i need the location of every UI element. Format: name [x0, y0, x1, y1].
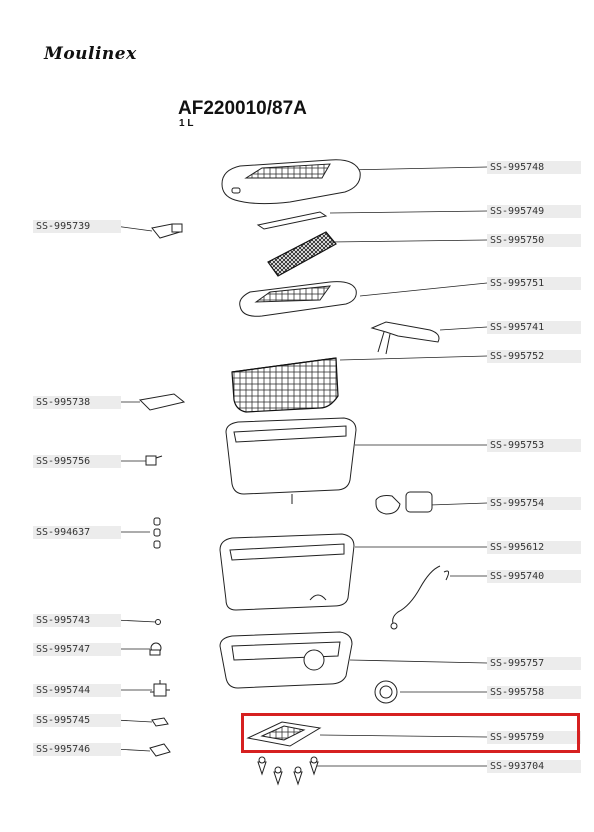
terminal-icon — [151, 717, 169, 727]
part-label[interactable]: SS-995740 — [487, 570, 581, 583]
bottom-plate-icon — [246, 721, 322, 747]
lid-frame-icon — [239, 281, 357, 317]
model-number: AF220010/87A — [178, 98, 307, 119]
leader-lines — [114, 166, 488, 767]
part-label[interactable]: SS-995754 — [487, 497, 581, 510]
part-label[interactable]: SS-995750 — [487, 234, 581, 247]
thermostat-icon — [149, 642, 162, 656]
part-label[interactable]: SS-995741 — [487, 321, 581, 334]
part-label[interactable]: SS-995756 — [33, 455, 121, 468]
part-label[interactable]: SS-995757 — [487, 657, 581, 670]
small-clip-icon — [145, 455, 163, 466]
part-label[interactable]: SS-995751 — [487, 277, 581, 290]
part-label[interactable]: SS-995749 — [487, 205, 581, 218]
lid-icon — [221, 159, 361, 205]
part-label[interactable]: SS-995744 — [33, 684, 121, 697]
part-label[interactable]: SS-995738 — [33, 396, 121, 409]
window-icon — [256, 211, 328, 230]
part-label[interactable]: SS-995748 — [487, 161, 581, 174]
bowl-icon — [225, 417, 357, 504]
part-label[interactable]: SS-995743 — [33, 614, 121, 627]
selected-part-highlight — [241, 713, 580, 753]
button-set-icon — [375, 491, 433, 515]
feet-set-icon — [153, 517, 161, 549]
bracket-part-icon — [138, 393, 186, 411]
part-label[interactable]: SS-995759 — [487, 731, 581, 744]
housing-icon — [219, 533, 355, 611]
part-label[interactable]: SS-995739 — [33, 220, 121, 233]
connector-block-icon — [149, 743, 171, 757]
part-label[interactable]: SS-995753 — [487, 439, 581, 452]
screw-icon — [155, 619, 161, 625]
capacity-label: 1 L — [179, 118, 194, 129]
part-label[interactable]: SS-993704 — [487, 760, 581, 773]
feet-icon — [257, 756, 319, 786]
base-icon — [219, 631, 353, 689]
heating-element-icon — [390, 565, 450, 630]
basket-icon — [231, 357, 339, 413]
knob-icon — [374, 680, 398, 704]
brand-logo: Moulinex — [44, 44, 137, 64]
switch-assembly-icon — [150, 680, 170, 697]
handle-icon — [370, 321, 440, 355]
filter-icon — [267, 231, 337, 277]
clip-part-icon — [151, 223, 183, 239]
part-label[interactable]: SS-995612 — [487, 541, 581, 554]
part-label[interactable]: SS-995747 — [33, 643, 121, 656]
part-label[interactable]: SS-995746 — [33, 743, 121, 756]
part-label[interactable]: SS-995758 — [487, 686, 581, 699]
part-label[interactable]: SS-994637 — [33, 526, 121, 539]
part-label[interactable]: SS-995752 — [487, 350, 581, 363]
part-label[interactable]: SS-995745 — [33, 714, 121, 727]
